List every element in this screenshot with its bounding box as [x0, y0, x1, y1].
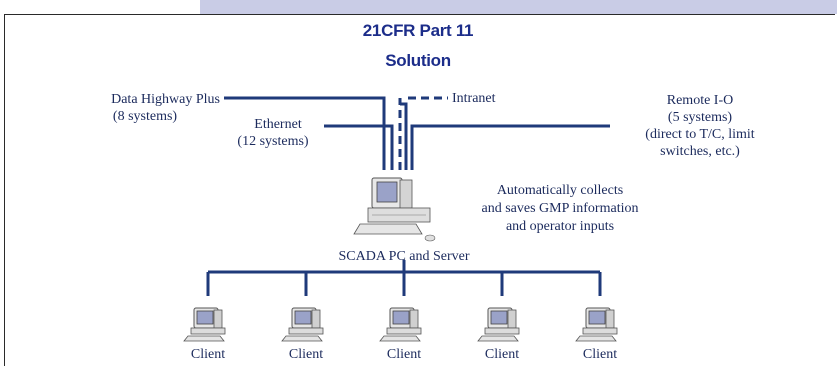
client-computer-icon-1 [183, 307, 226, 342]
client-label-2: Client [288, 347, 324, 362]
server-note-3: and operator inputs [505, 219, 615, 234]
server-label: SCADA PC and Server [338, 249, 470, 264]
ethernet-label: Ethernet [254, 117, 302, 132]
client-computer-icon-3 [379, 307, 422, 342]
data-highway-count: (8 systems) [112, 109, 178, 124]
client-computer-icon-5 [575, 307, 618, 342]
remote-io-line [410, 124, 610, 170]
remote-io-count: (5 systems) [667, 110, 733, 125]
title-line-1: 21CFR Part 11 [362, 21, 474, 40]
client-label-1: Client [190, 347, 226, 362]
remote-io-detail-1: (direct to T/C, limit [645, 127, 755, 142]
data-highway-line [224, 96, 386, 170]
intranet-label: Intranet [452, 91, 496, 106]
server-computer-icon [353, 177, 436, 242]
title-line-2: Solution [385, 51, 451, 70]
server-note-2: and saves GMP information [481, 201, 639, 216]
client-label-4: Client [484, 347, 520, 362]
data-highway-label: Data Highway Plus [111, 92, 220, 107]
server-note-1: Automatically collects [496, 183, 624, 198]
client-label-3: Client [386, 347, 422, 362]
remote-io-label: Remote I-O [666, 93, 734, 108]
header-band [200, 0, 837, 14]
ethernet-line [324, 124, 394, 170]
ethernet-count: (12 systems) [237, 134, 309, 149]
client-computer-icon-2 [281, 307, 324, 342]
slide-frame [4, 14, 835, 366]
client-label-5: Client [582, 347, 618, 362]
remote-io-detail-2: switches, etc.) [660, 144, 740, 159]
client-computer-icon-4 [477, 307, 520, 342]
